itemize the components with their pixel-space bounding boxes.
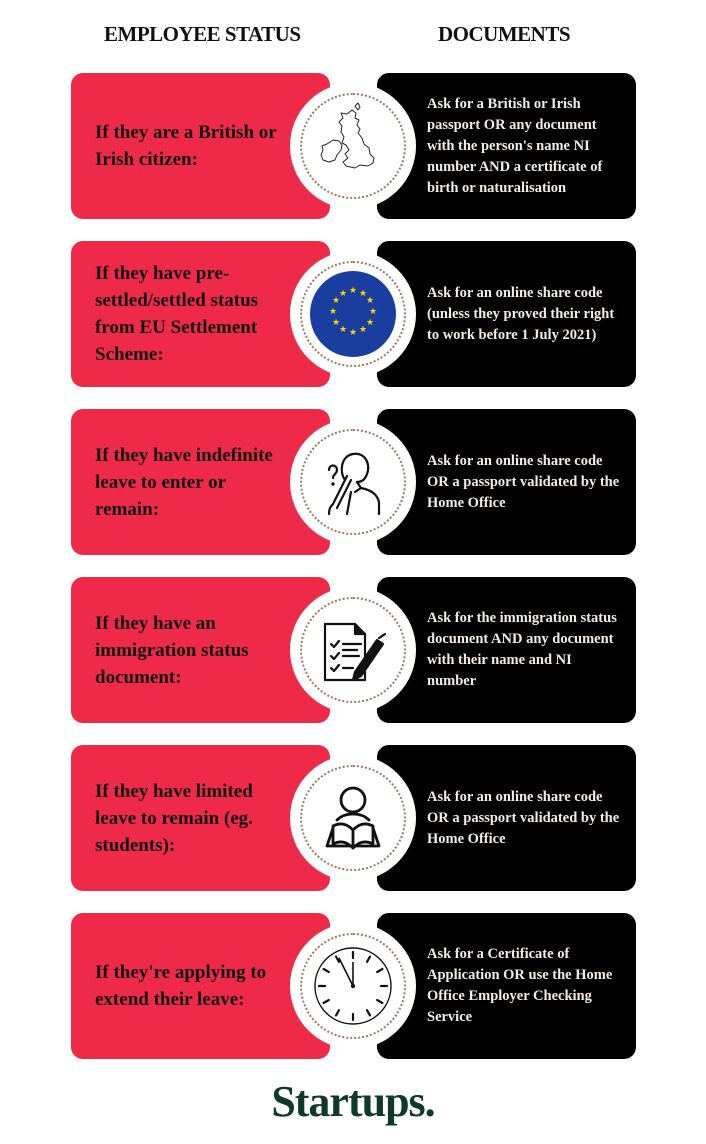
status-box: If they are a British or Irish citizen:	[71, 73, 330, 219]
status-text: If they are a British or Irish citizen:	[95, 122, 277, 170]
svg-text:★: ★	[349, 286, 357, 296]
svg-text:★: ★	[366, 296, 374, 306]
documents-box: Ask for a British or Irish passport OR a…	[377, 73, 636, 219]
status-box: If they have pre-settled/settled status …	[71, 241, 330, 387]
status-text: If they have pre-settled/settled status …	[95, 263, 259, 365]
status-text: If they have indefinite leave to enter o…	[95, 444, 273, 520]
row-immigration-status-document: If they have an immigration status docum…	[71, 577, 636, 723]
row-extending-leave: If they're applying to extend their leav…	[71, 913, 636, 1059]
documents-box: Ask for an online share code OR a passpo…	[377, 745, 636, 891]
icon-circle	[290, 923, 416, 1049]
status-text: If they're applying to extend their leav…	[95, 962, 267, 1010]
clock-icon	[314, 947, 392, 1025]
svg-text:★: ★	[339, 325, 347, 335]
startups-logo: Startups.	[271, 1077, 435, 1126]
svg-text:★: ★	[369, 307, 377, 317]
row-indefinite-leave: If they have indefinite leave to enter o…	[71, 409, 636, 555]
status-box: If they have limited leave to remain (eg…	[71, 745, 330, 891]
icon-circle: ★★★ ★★★ ★★★ ★★★	[290, 251, 416, 377]
eu-flag-icon: ★★★ ★★★ ★★★ ★★★	[310, 271, 396, 357]
status-text: If they have limited leave to remain (eg…	[95, 780, 253, 856]
documents-text: Ask for an online share code OR a passpo…	[427, 788, 620, 847]
documents-box: Ask for an online share code (unless the…	[377, 241, 636, 387]
svg-text:★: ★	[359, 289, 367, 299]
svg-text:★: ★	[329, 307, 337, 317]
svg-text:★: ★	[359, 325, 367, 335]
row-limited-leave: If they have limited leave to remain (eg…	[71, 745, 636, 891]
icon-circle	[290, 755, 416, 881]
documents-text: Ask for a British or Irish passport OR a…	[427, 95, 603, 196]
documents-header: DOCUMENTS	[438, 22, 571, 46]
svg-text:★: ★	[332, 296, 340, 306]
status-text: If they have an immigration status docum…	[95, 612, 249, 688]
documents-box: Ask for an online share code OR a passpo…	[377, 409, 636, 555]
thinking-person-icon	[327, 452, 381, 516]
documents-text: Ask for the immigration status document …	[427, 610, 617, 689]
svg-text:★: ★	[332, 318, 340, 328]
svg-text:★: ★	[349, 328, 357, 338]
svg-text:★: ★	[339, 289, 347, 299]
status-box: If they have indefinite leave to enter o…	[71, 409, 330, 555]
row-eu-settlement: If they have pre-settled/settled status …	[71, 241, 636, 387]
documents-text: Ask for a Certificate of Application OR …	[427, 946, 613, 1025]
status-box: If they have an immigration status docum…	[71, 577, 330, 723]
documents-box: Ask for a Certificate of Application OR …	[377, 913, 636, 1059]
icon-circle	[290, 419, 416, 545]
uk-ireland-map-icon	[320, 102, 375, 169]
documents-text: Ask for an online share code (unless the…	[427, 284, 615, 343]
row-british-irish: If they are a British or Irish citizen: …	[71, 73, 636, 219]
documents-text: Ask for an online share code OR a passpo…	[427, 452, 620, 511]
employee-status-header: EMPLOYEE STATUS	[104, 22, 301, 46]
student-reading-icon	[325, 786, 381, 850]
icon-circle	[290, 587, 416, 713]
status-box: If they're applying to extend their leav…	[71, 913, 330, 1059]
icon-circle	[290, 83, 416, 209]
documents-box: Ask for the immigration status document …	[377, 577, 636, 723]
checklist-document-pen-icon	[323, 622, 387, 682]
svg-text:★: ★	[366, 318, 374, 328]
